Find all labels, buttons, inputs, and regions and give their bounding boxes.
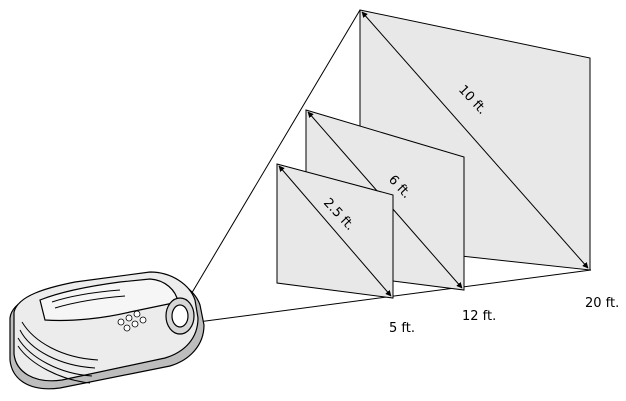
projector-illustration — [9, 271, 205, 390]
diagonal-arrow-large — [361, 11, 589, 269]
projection-beam — [189, 9, 592, 323]
distance-label-small: 5 ft. — [389, 321, 415, 336]
diagonal-arrow-small — [278, 165, 392, 297]
screen-small — [276, 163, 394, 299]
distance-label-large: 20 ft. — [585, 296, 619, 311]
distance-label-medium: 12 ft. — [462, 309, 496, 324]
